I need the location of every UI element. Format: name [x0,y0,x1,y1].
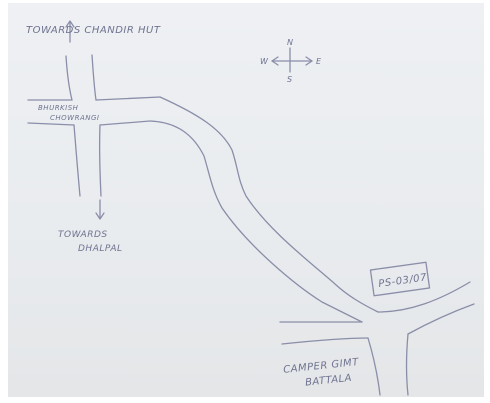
bottom-road-right-lower-edge [407,303,475,335]
north-arrow-icon [65,20,75,43]
south-arrow-icon [95,199,105,220]
south-exit-left-edge [367,337,381,396]
east-road-top-edge [95,96,161,101]
main-road-inner-edge [149,120,363,323]
south-road-left-edge [73,124,81,197]
junction-label-line2: CHOWRANGI [50,114,99,122]
south-road-label-line1: TOWARDS [58,230,108,240]
south-road-right-edge [98,124,102,197]
south-road-label-line2: DHALPAL [78,244,123,254]
compass-east-arrow-icon [305,56,313,66]
north-road-right-edge [91,54,97,101]
compass-south-label: S [287,75,293,84]
compass-west-label: W [260,57,269,66]
compass-cross-icon [271,47,313,73]
bottom-road-right-edge [377,281,471,313]
south-exit-right-edge [405,333,409,396]
paper-sheet [8,3,484,397]
compass-east-label: E [316,57,322,66]
north-road-left-edge [65,55,73,101]
main-road-outer-edge [159,96,379,313]
north-road-label: TOWARDS CHANDIR HUT [26,25,161,36]
junction-label-line1: BHURKISH [38,104,79,112]
compass-north-label: N [287,38,293,47]
compass-rose: N S W E [260,38,322,84]
bottom-road-left-bottom-edge [281,337,369,345]
east-road-bottom-edge [99,120,151,126]
west-road-bottom-edge [27,122,75,126]
compass-west-arrow-icon [271,56,279,66]
plot-box-label: PS-03/07 [378,272,428,290]
plot-box [369,261,431,297]
camp-label-line2: BATTALA [305,373,353,389]
